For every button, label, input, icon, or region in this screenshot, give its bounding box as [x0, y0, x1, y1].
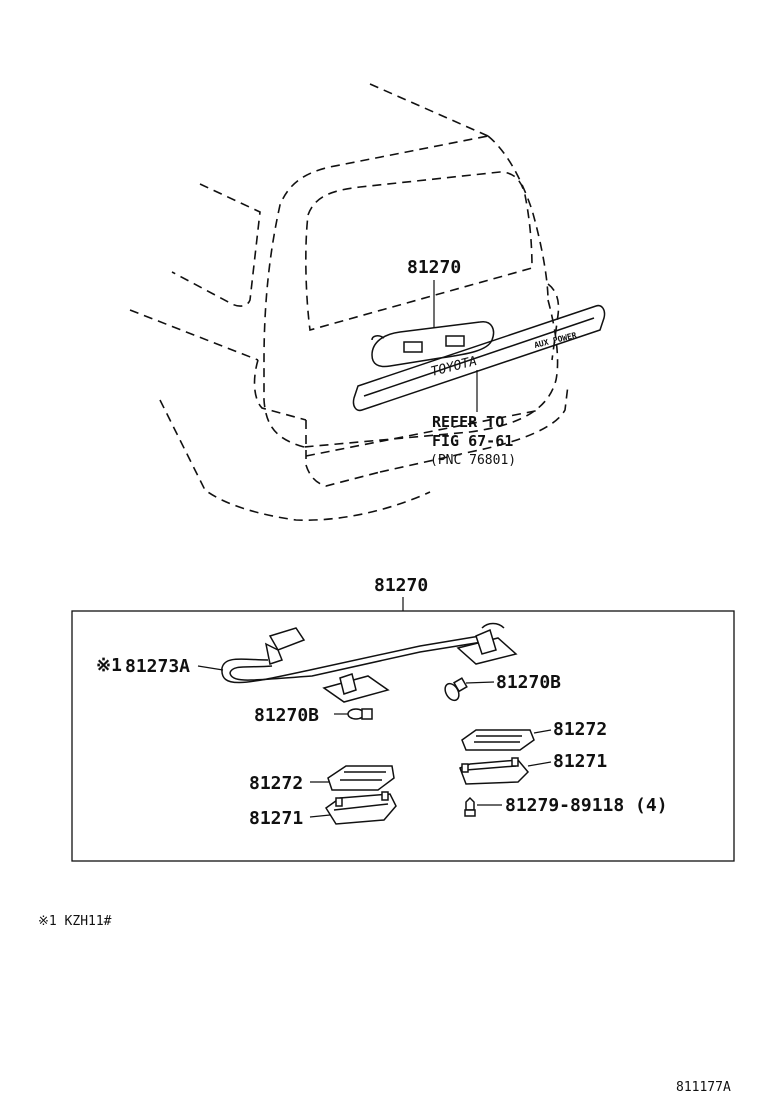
bulb-right-leader [465, 681, 495, 684]
exploded-view-frame [71, 610, 735, 862]
housing-right-label: 81271 [553, 751, 607, 772]
bulb-right [444, 677, 468, 702]
vehicle-rear-outline [129, 83, 606, 521]
screw [464, 796, 476, 817]
harness-label: 81273A [125, 656, 190, 677]
bulb-left [347, 708, 373, 720]
housing-left [324, 791, 397, 825]
bulb-right-label: 81270B [496, 672, 561, 693]
refer-line-2: FIG 67-61 [432, 432, 513, 450]
wire-harness [221, 622, 518, 703]
housing-right-leader [527, 761, 552, 767]
harness-leader [197, 665, 224, 671]
exploded-assembly-label: 81270 [374, 575, 428, 596]
lens-right [461, 729, 535, 751]
screw-label: 81279-89118 (4) [505, 795, 668, 816]
refer-line-3: (PNC 76801) [430, 453, 516, 468]
lens-left [327, 765, 395, 791]
footnote: ※1 KZH11# [38, 914, 112, 929]
housing-left-label: 81271 [249, 808, 303, 829]
bulb-left-label: 81270B [254, 705, 319, 726]
lens-right-leader [533, 729, 552, 734]
figure-code: 811177A [676, 1080, 731, 1095]
note-marker: ※1 [96, 655, 122, 676]
lens-right-label: 81272 [553, 719, 607, 740]
refer-line-1: REFER TO [432, 413, 504, 431]
housing-left-leader [309, 814, 331, 818]
housing-right [459, 757, 530, 785]
lens-left-label: 81272 [249, 773, 303, 794]
vehicle-assembly-label: 81270 [407, 257, 461, 278]
